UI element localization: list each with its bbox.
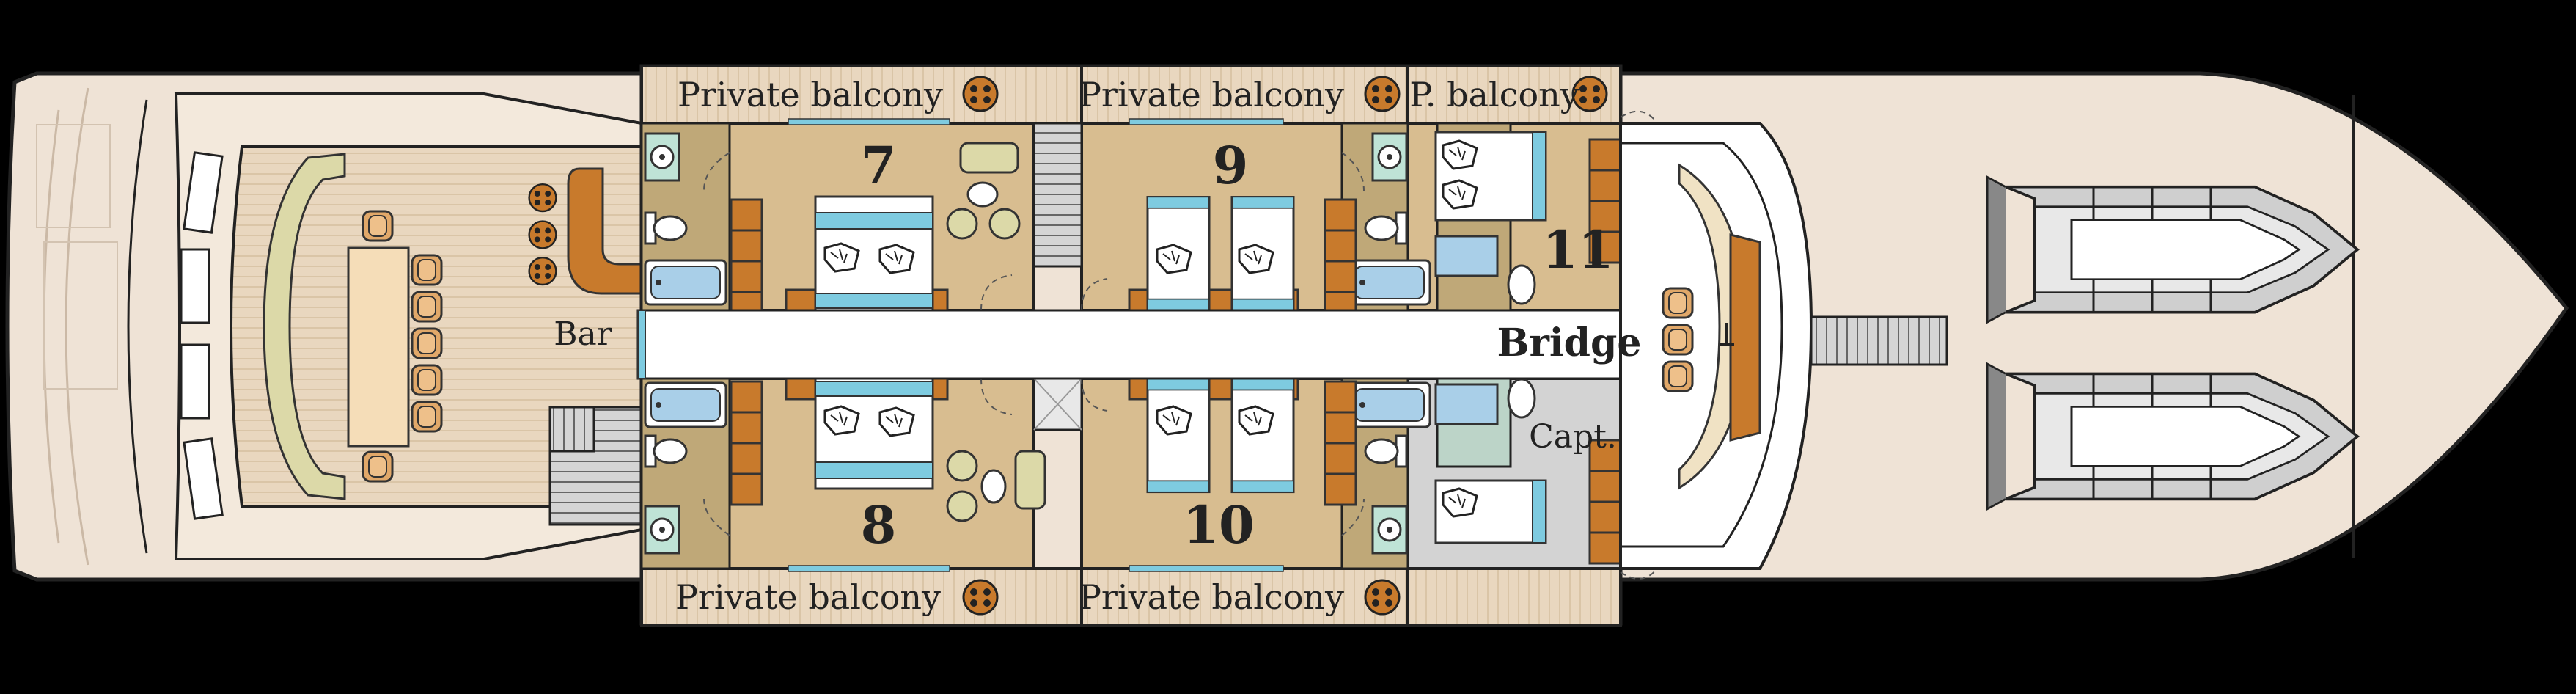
balcony-label: Private balcony bbox=[678, 75, 943, 114]
cabin-9-beds bbox=[1128, 195, 1299, 312]
balcony-label: Private balcony bbox=[1079, 577, 1344, 617]
cabin-8-bed bbox=[785, 377, 949, 490]
aft-windows bbox=[180, 151, 224, 520]
bar-counter bbox=[567, 167, 643, 295]
cabin-11-bed bbox=[1434, 131, 1547, 222]
helm-console bbox=[1729, 233, 1761, 442]
balcony-label: Private balcony bbox=[1079, 75, 1344, 114]
central-stairs bbox=[1032, 122, 1083, 268]
cabin-number-8: 8 bbox=[861, 494, 897, 555]
lifebuoy-icon bbox=[962, 579, 999, 616]
bar-label: Bar bbox=[554, 315, 613, 353]
lifebuoy-icon bbox=[1364, 76, 1401, 112]
bathroom-fixtures bbox=[644, 132, 1536, 555]
balcony-label: Private balcony bbox=[675, 577, 941, 617]
balcony-bottom-2 bbox=[1080, 567, 1409, 627]
captain-bed bbox=[1434, 479, 1547, 544]
cabin-7-bed bbox=[785, 195, 949, 312]
fore-stairs bbox=[1810, 315, 1948, 366]
cabin-8-seating bbox=[946, 450, 1046, 522]
corridor bbox=[636, 309, 1622, 380]
cabin-7-seating bbox=[946, 142, 1021, 240]
balcony-top-2 bbox=[1080, 65, 1409, 125]
balcony-label: P. balcony bbox=[1409, 75, 1579, 114]
cabin-number-9: 9 bbox=[1213, 135, 1249, 196]
bridge-label: Bridge bbox=[1497, 321, 1642, 365]
bar-stools bbox=[528, 183, 557, 286]
curved-sofa bbox=[263, 153, 346, 500]
cabin-number-11: 11 bbox=[1542, 219, 1613, 280]
cabin-10-beds bbox=[1128, 377, 1299, 494]
lifebuoy-icon bbox=[962, 76, 999, 112]
door-swings bbox=[703, 110, 1658, 580]
cabin-number-10: 10 bbox=[1183, 494, 1254, 555]
bridge-chairs bbox=[1662, 287, 1694, 392]
captain-label: Capt. bbox=[1529, 418, 1617, 456]
cabin-number-7: 7 bbox=[861, 135, 897, 196]
lifebuoy-icon bbox=[1364, 579, 1401, 616]
dining-table bbox=[347, 246, 410, 448]
